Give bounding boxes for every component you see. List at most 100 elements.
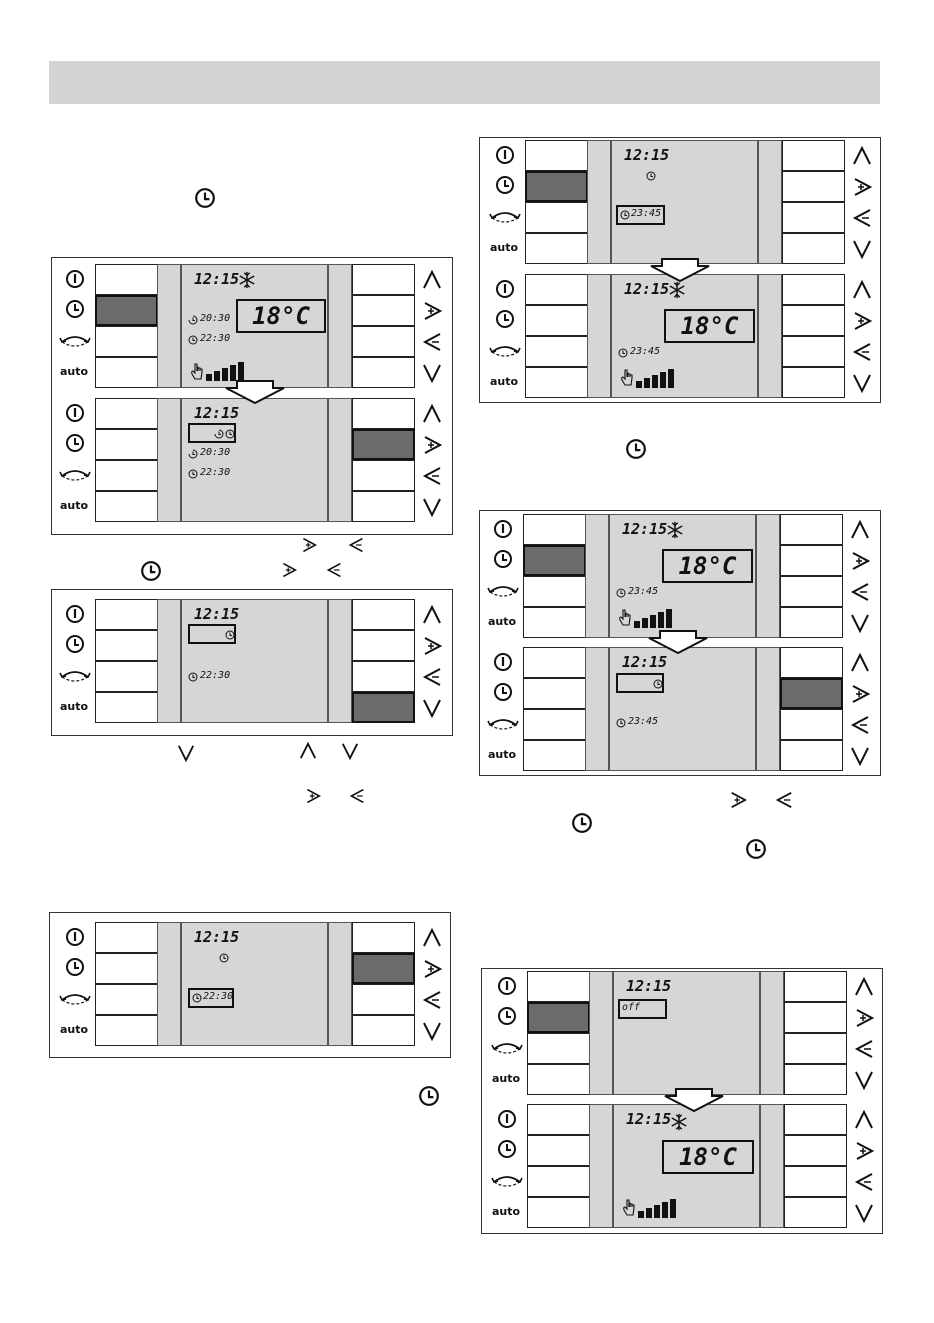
clock-icon[interactable]	[65, 433, 85, 453]
arrow-left-minus-icon[interactable]	[854, 1038, 874, 1060]
arrow-left-minus-icon[interactable]	[852, 341, 872, 363]
chevron-up-icon[interactable]	[422, 604, 442, 626]
arrow-left-minus-icon[interactable]	[422, 989, 442, 1011]
chevron-up-icon[interactable]	[852, 279, 872, 301]
left-button[interactable]	[95, 460, 158, 491]
clock-icon[interactable]	[497, 1006, 517, 1026]
right-button[interactable]	[352, 630, 415, 661]
swing-icon[interactable]	[490, 1037, 524, 1057]
left-button[interactable]	[95, 1015, 158, 1046]
swing-icon[interactable]	[58, 330, 92, 350]
arrow-right-plus-icon[interactable]	[852, 310, 872, 332]
auto-label[interactable]: auto	[492, 1072, 520, 1085]
right-button[interactable]	[352, 295, 415, 326]
arrow-right-plus-icon[interactable]	[854, 1007, 874, 1029]
power-icon[interactable]	[495, 145, 515, 165]
chevron-up-icon[interactable]	[854, 976, 874, 998]
right-button[interactable]	[782, 274, 845, 305]
right-button[interactable]	[352, 599, 415, 630]
right-button[interactable]	[352, 491, 415, 522]
clock-icon[interactable]	[65, 299, 85, 319]
arrow-right-plus-icon[interactable]	[422, 958, 442, 980]
right-button[interactable]	[782, 305, 845, 336]
swing-icon[interactable]	[488, 340, 522, 360]
clock-icon[interactable]	[493, 549, 513, 569]
right-button[interactable]	[352, 661, 415, 692]
chevron-down-icon[interactable]	[850, 745, 870, 767]
arrow-left-minus-icon[interactable]	[422, 666, 442, 688]
left-button[interactable]	[525, 367, 588, 398]
left-button[interactable]	[95, 295, 158, 326]
left-button[interactable]	[527, 1104, 590, 1135]
left-button[interactable]	[525, 140, 588, 171]
left-button[interactable]	[525, 202, 588, 233]
right-button[interactable]	[352, 264, 415, 295]
left-button[interactable]	[95, 984, 158, 1015]
swing-icon[interactable]	[486, 713, 520, 733]
auto-label[interactable]: auto	[488, 748, 516, 761]
chevron-down-icon[interactable]	[854, 1202, 874, 1224]
left-button[interactable]	[95, 661, 158, 692]
chevron-up-icon[interactable]	[850, 652, 870, 674]
clock-icon[interactable]	[497, 1139, 517, 1159]
left-button[interactable]	[527, 1064, 590, 1095]
auto-label[interactable]: auto	[60, 499, 88, 512]
clock-icon[interactable]	[493, 682, 513, 702]
left-button[interactable]	[523, 740, 586, 771]
right-button[interactable]	[352, 326, 415, 357]
arrow-left-minus-icon[interactable]	[422, 465, 442, 487]
chevron-down-icon[interactable]	[422, 496, 442, 518]
arrow-right-plus-icon[interactable]	[422, 300, 442, 322]
chevron-down-icon[interactable]	[422, 1020, 442, 1042]
power-icon[interactable]	[65, 604, 85, 624]
left-button[interactable]	[95, 326, 158, 357]
arrow-right-plus-icon[interactable]	[422, 434, 442, 456]
right-button[interactable]	[782, 367, 845, 398]
right-button[interactable]	[780, 514, 843, 545]
right-button[interactable]	[782, 233, 845, 264]
chevron-down-icon[interactable]	[850, 612, 870, 634]
left-button[interactable]	[95, 491, 158, 522]
left-button[interactable]	[525, 233, 588, 264]
power-icon[interactable]	[65, 269, 85, 289]
right-button[interactable]	[782, 202, 845, 233]
auto-label[interactable]: auto	[490, 241, 518, 254]
chevron-up-icon[interactable]	[854, 1109, 874, 1131]
left-button[interactable]	[527, 971, 590, 1002]
power-icon[interactable]	[65, 403, 85, 423]
swing-icon[interactable]	[58, 988, 92, 1008]
left-button[interactable]	[523, 709, 586, 740]
chevron-up-icon[interactable]	[850, 519, 870, 541]
chevron-up-icon[interactable]	[422, 403, 442, 425]
left-button[interactable]	[95, 953, 158, 984]
arrow-left-minus-icon[interactable]	[850, 581, 870, 603]
auto-label[interactable]: auto	[60, 365, 88, 378]
left-button[interactable]	[95, 264, 158, 295]
right-button[interactable]	[784, 1104, 847, 1135]
left-button[interactable]	[523, 545, 586, 576]
left-button[interactable]	[95, 429, 158, 460]
left-button[interactable]	[527, 1135, 590, 1166]
swing-icon[interactable]	[488, 206, 522, 226]
left-button[interactable]	[95, 692, 158, 723]
left-button[interactable]	[525, 274, 588, 305]
left-button[interactable]	[95, 357, 158, 388]
arrow-left-minus-icon[interactable]	[422, 331, 442, 353]
chevron-up-icon[interactable]	[422, 927, 442, 949]
right-button[interactable]	[780, 545, 843, 576]
right-button[interactable]	[352, 922, 415, 953]
auto-label[interactable]: auto	[60, 1023, 88, 1036]
left-button[interactable]	[527, 1033, 590, 1064]
right-button[interactable]	[784, 1135, 847, 1166]
clock-icon[interactable]	[495, 175, 515, 195]
right-button[interactable]	[352, 953, 415, 984]
auto-label[interactable]: auto	[488, 615, 516, 628]
swing-icon[interactable]	[58, 464, 92, 484]
right-button[interactable]	[784, 1064, 847, 1095]
left-button[interactable]	[523, 647, 586, 678]
chevron-down-icon[interactable]	[422, 697, 442, 719]
auto-label[interactable]: auto	[60, 700, 88, 713]
right-button[interactable]	[780, 576, 843, 607]
left-button[interactable]	[525, 171, 588, 202]
power-icon[interactable]	[493, 652, 513, 672]
